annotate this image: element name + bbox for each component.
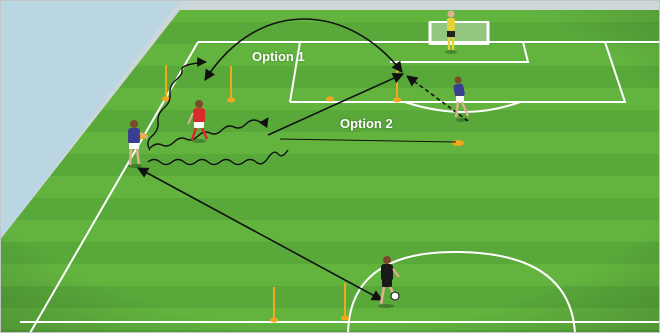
dribble-line-2: [149, 117, 269, 149]
option-2-run: [267, 73, 405, 136]
goalkeeper: [445, 10, 457, 54]
attacker-left: [128, 120, 148, 168]
goal-area: [390, 41, 530, 63]
dashed-run: [406, 75, 469, 122]
attacker-right: [453, 76, 470, 122]
ball: [390, 291, 400, 301]
option-1-arc: [204, 18, 403, 81]
defender-red: [187, 100, 209, 143]
option-2-label: Option 2: [340, 116, 393, 131]
long-pass: [137, 167, 383, 301]
option-1-label: Option 1: [252, 49, 305, 64]
penalty-arc: [404, 101, 521, 113]
pass-line: [279, 138, 457, 143]
coach-passer: [378, 256, 400, 308]
goal: [428, 21, 490, 45]
movement-lines: [137, 18, 469, 301]
dribble-line-3: [147, 57, 207, 151]
cone-3: [326, 96, 334, 102]
sky-area: [0, 0, 180, 240]
dribble-line-1: [147, 149, 289, 166]
pole-cone-1: [162, 65, 170, 102]
penalty-box: [290, 41, 627, 103]
cone-6: [452, 140, 464, 146]
